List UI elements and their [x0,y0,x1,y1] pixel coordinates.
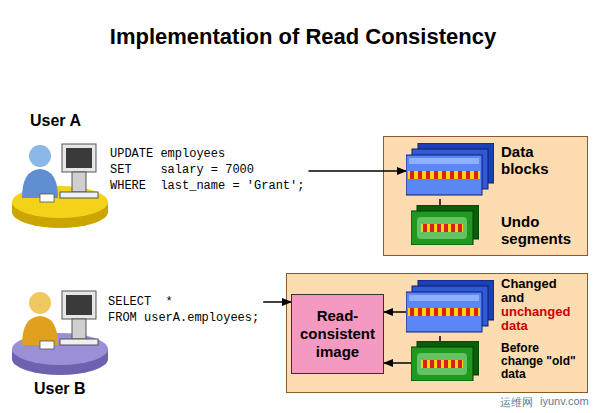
watermark: 运维网 [500,395,533,410]
watermark: iyunv.com [540,395,589,407]
undo-segment: Undo segments [411,205,479,245]
read-consistent-box: Read-consistent image [291,294,384,374]
sql-statement: SELECT *FROM userA.employees; [108,294,259,326]
code-line: SET salary = 7000 [110,162,304,178]
data-blocks-stack: Changed andunchanged data [406,280,494,336]
code-line: UPDATE employees [110,146,304,162]
code-line: FROM userA.employees; [108,310,259,326]
block-label: unchanged data [501,305,579,333]
block-label: Data blocks [501,143,581,177]
arrow-connector [439,199,441,205]
arrow-connector [384,311,406,313]
arrow-connector [439,336,441,341]
memory-panel: Read-consistent image Changed andunchange… [286,273,588,393]
label-group: Undo segments [501,213,585,247]
user-icon: User A [10,136,110,231]
diagram-title: Implementation of Read Consistency [0,24,606,50]
block-label: Undo segments [501,213,585,247]
label-group: Changed andunchanged data [501,277,579,333]
arrow-connector [384,362,411,364]
label-group: Data blocks [501,143,581,177]
block-label: Changed and [501,277,579,305]
sql-statement: UPDATE employeesSET salary = 7000WHERE l… [110,146,304,194]
block-label: Before change "old" data [501,342,583,381]
arrow-connector [308,170,406,172]
user-icon: User B [10,283,110,378]
undo-segment: Before change "old" data [411,341,479,381]
code-line: SELECT * [108,294,259,310]
box-text: Read-consistent image [296,307,379,361]
user-label: User B [34,380,86,398]
data-blocks-stack: Data blocks [406,143,494,199]
user-label: User A [30,112,81,130]
code-line: WHERE last_name = 'Grant'; [110,178,304,194]
arrow-connector [263,301,291,303]
label-group: Before change "old" data [501,342,583,381]
memory-panel: Data blocksUndo segments [383,136,588,256]
